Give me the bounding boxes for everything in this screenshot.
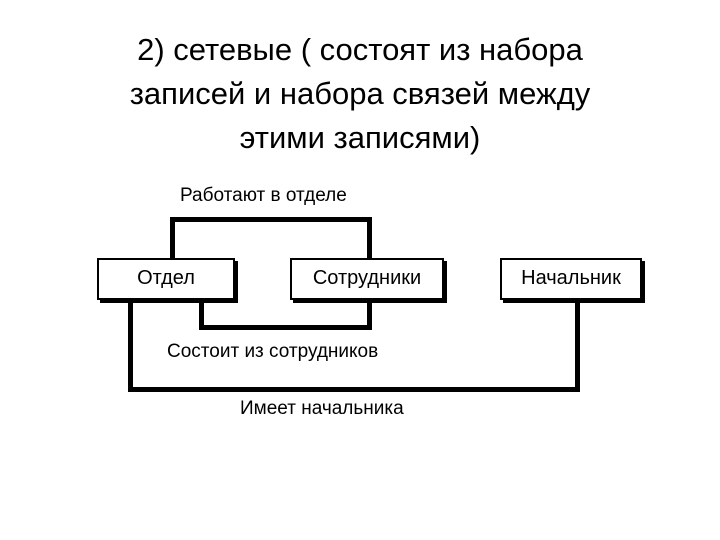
link-has-manager-label: Имеет начальника [240, 398, 404, 419]
link-has-manager-left [128, 300, 133, 392]
link-works-in-left [170, 217, 175, 259]
title-line-2: записей и набора связей между [129, 76, 591, 111]
link-works-in-top [170, 217, 372, 222]
node-employees: Сотрудники [290, 258, 444, 300]
link-works-in-right [367, 217, 372, 259]
slide-title: 2) сетевые ( состоят из набора записей и… [0, 28, 720, 160]
node-department-label: Отдел [137, 267, 195, 289]
link-works-in-label: Работают в отделе [180, 185, 347, 206]
link-consists-of-label: Состоит из сотрудников [167, 341, 379, 362]
link-consists-of-bottom [199, 325, 372, 330]
link-consists-of-left [199, 300, 204, 330]
title-line-1: 2) сетевые ( состоят из набора [137, 32, 583, 67]
node-employees-label: Сотрудники [312, 267, 422, 289]
node-manager-label: Начальник [521, 267, 621, 289]
link-has-manager-right [575, 300, 580, 392]
title-line-3: этими записями) [239, 120, 481, 155]
node-manager: Начальник [500, 258, 642, 300]
node-department: Отдел [97, 258, 235, 300]
link-has-manager-bottom [128, 387, 580, 392]
link-consists-of-right [367, 300, 372, 330]
